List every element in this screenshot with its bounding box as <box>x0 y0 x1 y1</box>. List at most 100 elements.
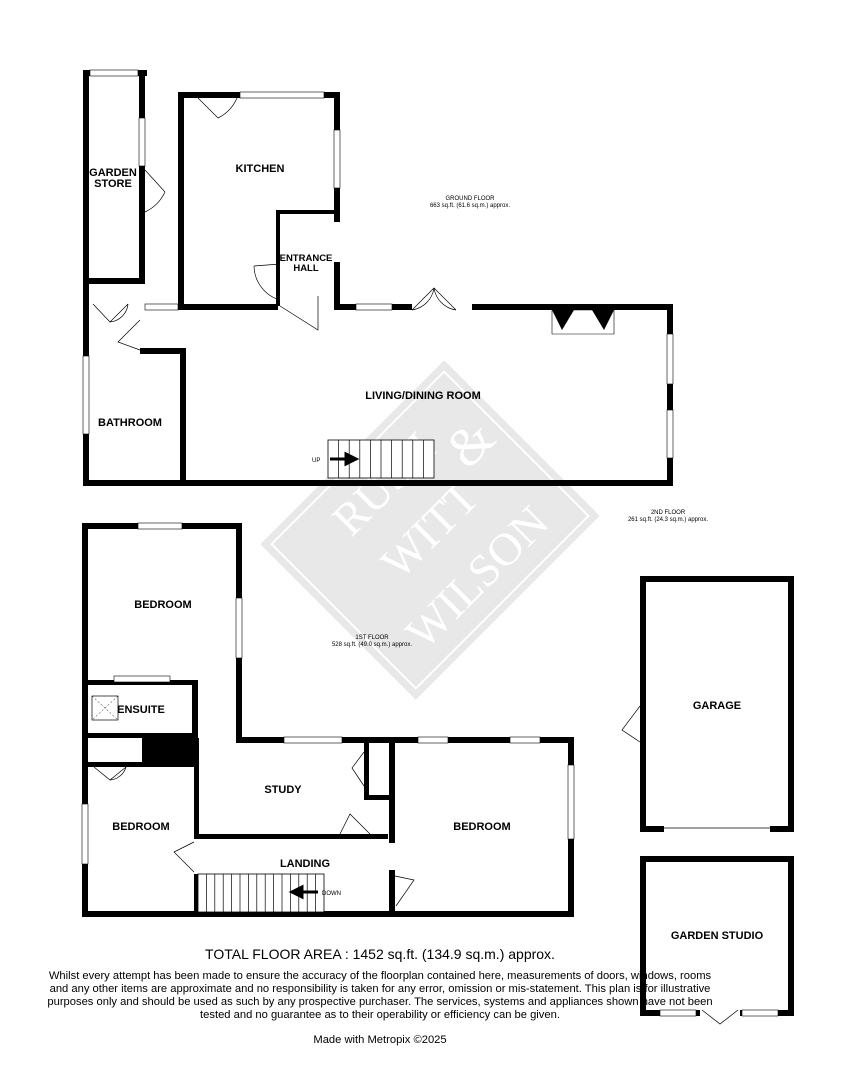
wall <box>194 738 199 838</box>
wall <box>192 680 198 738</box>
wall <box>640 856 794 862</box>
wall <box>82 733 198 738</box>
ground-floor-plan <box>82 69 674 486</box>
wall <box>83 70 89 286</box>
total-floor-area: TOTAL FLOOR AREA : 1452 sq.ft. (134.9 sq… <box>205 946 555 962</box>
wall <box>364 795 394 800</box>
wall <box>788 856 794 1016</box>
wall <box>276 210 280 306</box>
wall <box>139 70 145 282</box>
studio-doorway <box>700 1009 740 1017</box>
wall <box>180 348 186 484</box>
watermark-logo: RUSH WITT WILSON & <box>260 360 600 700</box>
french-doors <box>701 1009 739 1025</box>
ground-floor-name: GROUND FLOOR <box>445 196 495 202</box>
room-label-living-dining: LIVING/DINING ROOM <box>365 390 481 402</box>
window <box>239 91 325 99</box>
wall <box>640 576 794 582</box>
room-label-entrance-hall-2: HALL <box>293 263 319 274</box>
wall <box>178 304 278 310</box>
second-floor-name: 2ND FLOOR <box>651 510 686 516</box>
window <box>235 597 243 659</box>
window <box>666 409 674 459</box>
window <box>89 69 139 77</box>
wall <box>364 743 369 799</box>
window <box>659 1009 697 1017</box>
room-label-garden-studio: GARDEN STUDIO <box>671 930 764 942</box>
sliding-door <box>113 675 171 683</box>
cupboard-doors <box>93 766 127 781</box>
door-swing <box>173 841 195 873</box>
door-swing <box>394 875 415 907</box>
wall <box>140 348 186 354</box>
stairs-up-label: UP <box>312 458 320 464</box>
door-swing <box>92 303 129 323</box>
wall <box>640 826 664 832</box>
wall <box>472 304 673 310</box>
wall <box>770 826 794 832</box>
fireplace-detail <box>552 310 614 330</box>
window <box>509 736 541 744</box>
wall <box>83 480 673 486</box>
door-swing <box>144 169 166 213</box>
skylight-cross <box>91 695 119 721</box>
wall <box>334 262 340 308</box>
door-swing <box>279 296 319 331</box>
window <box>81 803 89 865</box>
window <box>567 764 575 840</box>
ground-floor-area: 663 sq.ft. (61.6 sq.m.) approx. <box>430 203 510 209</box>
window <box>333 129 341 189</box>
cupboard-doors <box>351 751 365 787</box>
window <box>137 522 183 530</box>
room-label-kitchen: KITCHEN <box>236 163 285 175</box>
room-label-garden-store: GARDEN <box>89 167 137 179</box>
window <box>82 355 90 435</box>
wall <box>194 834 388 839</box>
room-label-bedroom-top: BEDROOM <box>134 599 191 611</box>
room-label-study: STUDY <box>264 784 302 796</box>
door-swing <box>253 263 281 301</box>
second-floor-area: 261 sq.ft. (24.3 sq.m.) approx. <box>628 517 708 523</box>
door-swing <box>117 319 141 351</box>
wall <box>82 680 198 685</box>
window <box>144 303 179 311</box>
room-label-bedroom-left: BEDROOM <box>112 821 169 833</box>
door-swing <box>197 97 238 119</box>
wall <box>194 874 199 914</box>
wall <box>82 523 88 917</box>
room-label-bedroom-right: BEDROOM <box>453 821 510 833</box>
wall <box>389 870 395 914</box>
window <box>355 303 393 311</box>
wall <box>389 743 395 843</box>
wall <box>83 278 145 284</box>
first-floor-name: 1ST FLOOR <box>355 635 389 641</box>
room-label-garden-store-2: STORE <box>94 178 132 190</box>
disclaimer-text: Whilst every attempt has been made to en… <box>47 970 713 1021</box>
wall <box>667 304 673 486</box>
wall <box>788 576 794 832</box>
wall <box>178 92 184 308</box>
wall <box>276 210 338 214</box>
first-floor-plan <box>81 522 575 917</box>
room-label-ensuite: ENSUITE <box>117 704 165 716</box>
window <box>283 736 343 744</box>
made-with-credit: Made with Metropix ©2025 <box>313 1034 447 1046</box>
window <box>741 1009 779 1017</box>
room-label-bathroom: BATHROOM <box>98 417 162 429</box>
stairs-up <box>327 439 435 479</box>
window <box>666 333 674 385</box>
wall <box>236 737 574 743</box>
door-swing <box>621 705 641 743</box>
room-label-garage: GARAGE <box>693 700 741 712</box>
french-doors <box>411 287 457 311</box>
wall <box>82 911 574 917</box>
stairs-down <box>197 873 325 913</box>
wall <box>640 576 646 832</box>
first-floor-area: 528 sq.ft. (49.0 sq.m.) approx. <box>332 642 412 648</box>
room-label-entrance-hall: ENTRANCE <box>280 253 333 264</box>
stairs-down-label: DOWN <box>322 891 341 897</box>
wall <box>82 762 198 767</box>
door-swing <box>339 813 371 835</box>
room-label-landing: LANDING <box>280 858 330 870</box>
